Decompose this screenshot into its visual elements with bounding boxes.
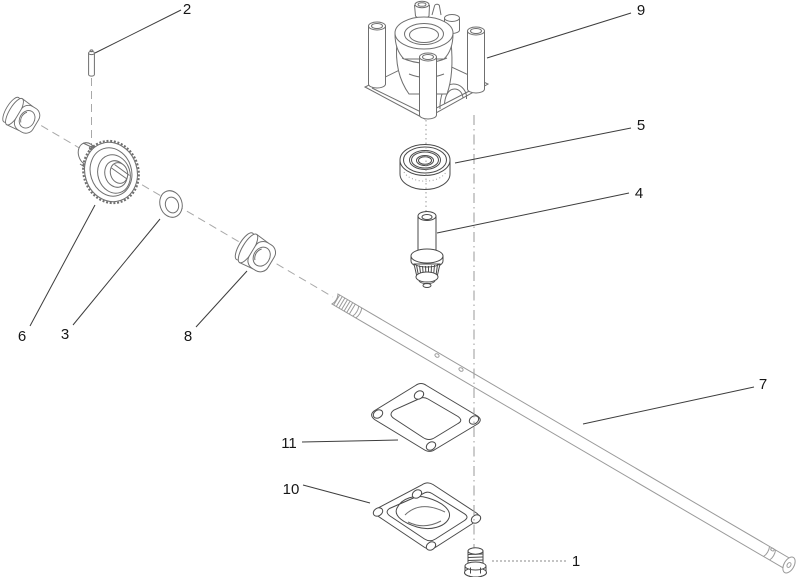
pinion-teeth-hatch (416, 264, 438, 278)
part-7-axle-shaft (330, 293, 796, 574)
part-8-bushing (230, 228, 281, 277)
callout-6-leader (29, 204, 96, 327)
housing-front-post (419, 52, 437, 120)
callout-11-label: 11 (281, 435, 297, 452)
callout-11-leader (301, 439, 399, 443)
callout-4-label: 4 (635, 185, 643, 202)
callout-7-label: 7 (759, 376, 767, 393)
callout-10-label: 10 (283, 481, 300, 498)
callout-1-label: 1 (572, 553, 580, 570)
callout-8-label: 8 (184, 328, 192, 345)
callout-9-label: 9 (637, 2, 645, 19)
callout-5-label: 5 (637, 117, 645, 134)
part-2-pin (88, 49, 95, 77)
callout-8-leader (195, 270, 248, 328)
callout-9-leader (486, 12, 632, 59)
callout-6-label: 6 (18, 328, 26, 345)
housing-bearing-boss (394, 16, 454, 60)
housing-top-nub (414, 0, 442, 19)
part-10-cover-pan (372, 482, 482, 551)
part-9-gearbox-housing (363, 0, 490, 120)
part-1-bolt (464, 547, 487, 577)
part-5-bearing (399, 144, 451, 190)
part-3-washer (159, 190, 183, 218)
callout-2-label: 2 (183, 1, 191, 18)
part-4-pinion-shaft (410, 211, 444, 288)
housing-right-post (467, 26, 485, 94)
part-11-gasket (371, 383, 481, 452)
callout-4-leader (436, 192, 630, 234)
part-6-gear (77, 139, 140, 205)
left-bushing (0, 93, 45, 138)
callout-3-label: 3 (61, 326, 69, 343)
shaft-spline-hatch (333, 294, 363, 319)
callout-10-leader (302, 484, 371, 504)
callout-5-leader (454, 127, 632, 164)
callout-7-leader (582, 386, 755, 425)
callout-layer: 2 9 5 4 7 1 6 3 8 11 10 (18, 1, 767, 570)
callout-3-leader (72, 218, 161, 326)
callout-2-leader (94, 9, 182, 54)
housing-left-post (368, 21, 386, 89)
